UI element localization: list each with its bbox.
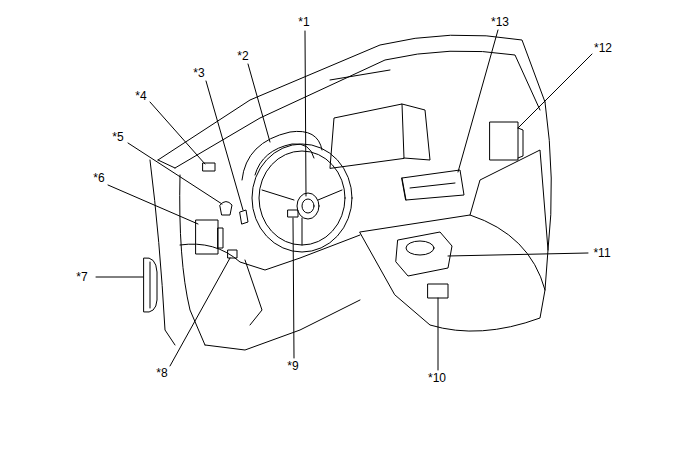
leader-line xyxy=(305,31,306,196)
component-13-detail xyxy=(410,183,455,188)
display-hood xyxy=(402,104,430,160)
component-6 xyxy=(196,220,218,254)
component-7-detail xyxy=(150,262,151,308)
dash-right xyxy=(545,102,551,250)
component-12-connector xyxy=(518,128,523,158)
leader-line xyxy=(108,185,198,224)
door-edge xyxy=(150,160,175,345)
component-11-knob xyxy=(406,241,434,255)
cluster xyxy=(255,144,314,175)
leader-line xyxy=(170,258,230,366)
component-10 xyxy=(428,284,448,298)
steering-wheel-inner xyxy=(259,151,345,245)
leader-line xyxy=(448,253,588,256)
callout-number: *9 xyxy=(286,359,299,373)
wheel-hub xyxy=(297,193,319,219)
callout-number: *13 xyxy=(490,15,510,29)
wheel-spokes xyxy=(262,190,342,245)
column-switch xyxy=(288,210,298,217)
leader-line xyxy=(206,81,243,210)
leader-line xyxy=(518,54,592,128)
floor-line xyxy=(205,300,360,350)
defrost-vent xyxy=(330,70,390,80)
pedal-area xyxy=(245,260,262,325)
callout-number: *4 xyxy=(134,89,147,103)
callout-number: *5 xyxy=(111,130,124,144)
component-13 xyxy=(402,170,464,200)
leader-line xyxy=(458,30,498,172)
steering-wheel xyxy=(252,144,352,252)
callout-number: *3 xyxy=(192,66,205,80)
callout-number: *7 xyxy=(75,270,88,284)
component-11 xyxy=(396,232,452,276)
wheel-hub-inner xyxy=(302,199,314,213)
leader-line xyxy=(248,64,270,142)
dash-top-inner xyxy=(175,51,540,168)
leader-line xyxy=(96,277,143,278)
callout-number: *6 xyxy=(92,171,105,185)
center-display xyxy=(330,104,404,168)
leader-line xyxy=(293,218,294,358)
component-6-connector xyxy=(218,228,223,248)
callout-number: *12 xyxy=(593,41,613,55)
callout-number: *10 xyxy=(427,371,447,385)
center-console xyxy=(360,215,545,331)
callout-number: *2 xyxy=(236,49,249,63)
console-side xyxy=(470,150,548,290)
component-7 xyxy=(144,258,157,312)
callout-number: *8 xyxy=(155,366,168,380)
dash-left-side xyxy=(180,175,205,345)
dash-top xyxy=(158,35,545,160)
callout-number: *11 xyxy=(592,246,611,260)
component-12 xyxy=(490,122,518,160)
leader-line xyxy=(438,298,439,370)
component-8 xyxy=(228,250,237,258)
callout-number: *1 xyxy=(297,15,310,29)
component-3 xyxy=(240,210,248,224)
leader-line xyxy=(128,143,222,204)
leader-line xyxy=(150,102,205,164)
